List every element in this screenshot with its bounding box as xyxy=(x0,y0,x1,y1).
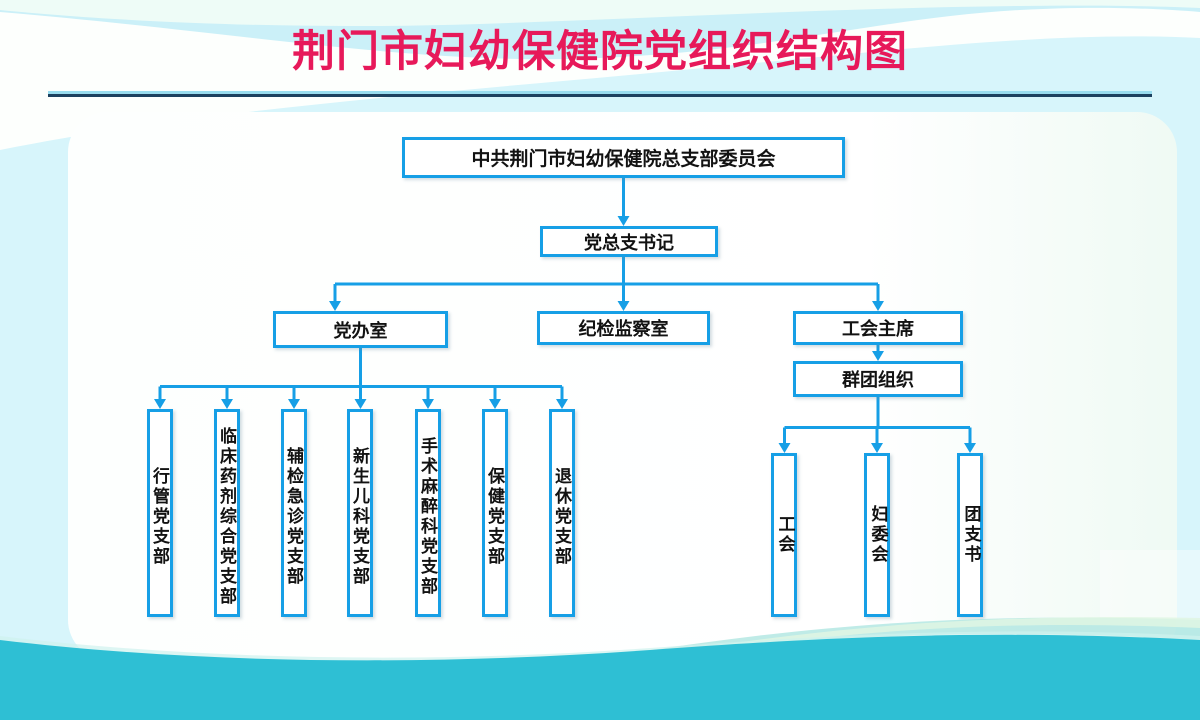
branch-surgery-anesthesia: 手术麻醉科党支部 xyxy=(415,409,441,617)
top-wave-decoration xyxy=(0,0,1200,150)
node-union-chair: 工会主席 xyxy=(793,311,963,345)
node-party-secretary-label: 党总支书记 xyxy=(584,232,674,254)
bottom-wave-decoration xyxy=(0,550,1200,720)
node-party-office-label: 党办室 xyxy=(333,320,388,342)
branch-auxiliary-emergency-label: 辅检急诊党支部 xyxy=(283,446,303,587)
node-party-secretary: 党总支书记 xyxy=(540,226,718,257)
group-youth-league-label: 团支书 xyxy=(960,505,981,565)
group-youth-league: 团支书 xyxy=(957,453,983,617)
group-labor-union: 工会 xyxy=(771,453,797,617)
title-divider xyxy=(48,91,1152,97)
branch-administration: 行管党支部 xyxy=(147,409,173,617)
poster-title: 荆门市妇幼保健院党组织结构图 xyxy=(292,27,908,77)
node-party-office: 党办室 xyxy=(273,311,448,348)
group-labor-union-label: 工会 xyxy=(774,515,795,555)
branch-healthcare: 保健党支部 xyxy=(482,409,508,617)
divider-dark-line xyxy=(48,94,1152,97)
group-womens-committee: 妇委会 xyxy=(864,453,890,617)
divider-light-line xyxy=(48,91,1152,94)
node-mass-organization-label: 群团组织 xyxy=(842,370,914,391)
node-union-chair-label: 工会主席 xyxy=(842,319,914,340)
branch-administration-label: 行管党支部 xyxy=(149,466,169,567)
branch-neonatology-label: 新生儿科党支部 xyxy=(349,446,369,587)
branch-surgery-anesthesia-label: 手术麻醉科党支部 xyxy=(417,436,437,597)
node-mass-organization: 群团组织 xyxy=(793,361,963,397)
branch-retired-label: 退休党支部 xyxy=(551,466,571,567)
group-womens-committee-label: 妇委会 xyxy=(867,505,888,565)
branch-retired: 退休党支部 xyxy=(549,409,575,617)
node-root-committee-label: 中共荆门市妇幼保健院总支部委员会 xyxy=(471,148,776,170)
branch-healthcare-label: 保健党支部 xyxy=(484,466,504,567)
branch-clinical-pharmacy: 临床药剂综合党支部 xyxy=(214,409,240,617)
branch-neonatology: 新生儿科党支部 xyxy=(347,409,373,617)
branch-clinical-pharmacy-label: 临床药剂综合党支部 xyxy=(216,426,236,607)
node-root-committee: 中共荆门市妇幼保健院总支部委员会 xyxy=(402,137,845,178)
node-discipline-inspection-office: 纪检监察室 xyxy=(537,311,710,345)
node-discipline-inspection-office-label: 纪检监察室 xyxy=(578,319,669,340)
branch-auxiliary-emergency: 辅检急诊党支部 xyxy=(281,409,307,617)
